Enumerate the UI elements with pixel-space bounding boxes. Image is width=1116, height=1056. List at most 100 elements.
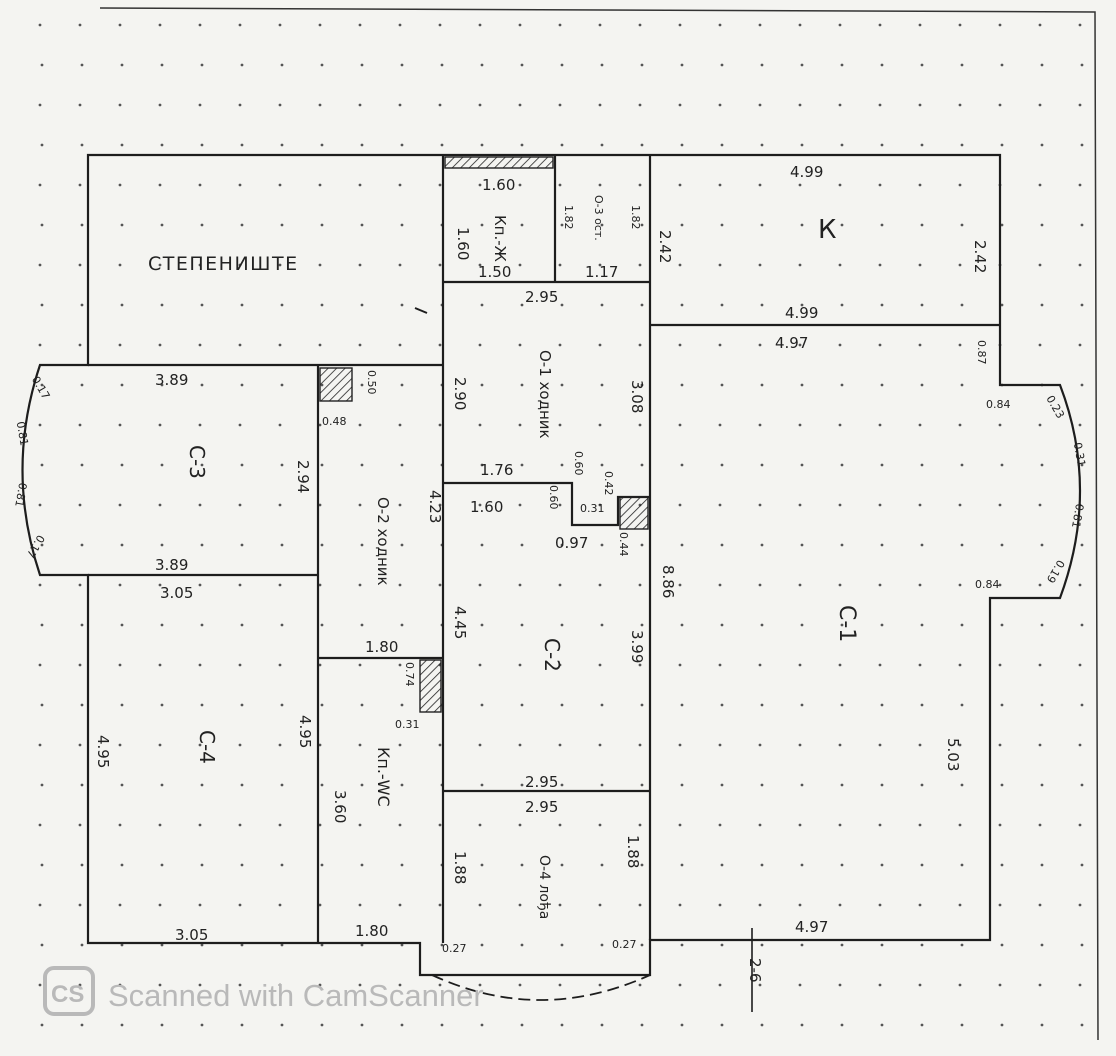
grid-dot: [998, 583, 1002, 587]
grid-dot: [240, 543, 244, 547]
grid-dot: [38, 823, 42, 827]
grid-dot: [600, 703, 604, 707]
grid-dot: [120, 303, 124, 307]
grid-dot: [598, 743, 602, 747]
bedroom1-label: С-1: [834, 605, 859, 642]
grid-dot: [120, 143, 124, 147]
grid-dot: [1078, 743, 1082, 747]
grid-dot: [720, 223, 724, 227]
grid-dot: [1040, 783, 1044, 787]
grid-dot: [838, 583, 842, 587]
grid-dot: [118, 343, 122, 347]
grid-dot: [280, 143, 284, 147]
dim-label: 2.42: [971, 240, 989, 273]
grid-dot: [278, 823, 282, 827]
grid-dot: [200, 63, 204, 67]
grid-dot: [438, 263, 442, 267]
grid-dot: [758, 183, 762, 187]
grid-dot: [678, 583, 682, 587]
grid-dot: [560, 1023, 564, 1027]
dim-label: 1.88: [624, 835, 642, 868]
grid-dot: [518, 263, 522, 267]
grid-dot: [680, 943, 684, 947]
grid-dot: [278, 503, 282, 507]
grid-dot: [160, 303, 164, 307]
grid-dot: [358, 743, 362, 747]
grid-dot: [878, 583, 882, 587]
grid-dot: [78, 503, 82, 507]
grid-dot: [560, 463, 564, 467]
dim-label: 0.17: [24, 532, 48, 560]
grid-dot: [758, 903, 762, 907]
grid-dot: [438, 903, 442, 907]
grid-dot: [320, 943, 324, 947]
grid-dot: [798, 503, 802, 507]
grid-dot: [1040, 303, 1044, 307]
grid-dot: [718, 983, 722, 987]
grid-dot: [518, 663, 522, 667]
dim-label: 0.19: [1044, 557, 1068, 585]
grid-dot: [640, 783, 644, 787]
dim-label: 3.89: [155, 371, 188, 389]
grid-dot: [358, 503, 362, 507]
grid-dot: [1038, 183, 1042, 187]
grid-dot: [78, 423, 82, 427]
grid-dot: [398, 183, 402, 187]
grid-dot: [558, 503, 562, 507]
grid-dot: [198, 983, 202, 987]
grid-dot: [598, 983, 602, 987]
grid-dot: [238, 263, 242, 267]
grid-dot: [800, 303, 804, 307]
hall2-label: О-2 ходник: [374, 497, 392, 586]
grid-dot: [758, 423, 762, 427]
grid-dot: [320, 623, 324, 627]
grid-dot: [318, 823, 322, 827]
grid-dot: [960, 303, 964, 307]
grid-dot: [38, 423, 42, 427]
grid-dot: [1038, 23, 1042, 27]
grid-dot: [320, 543, 324, 547]
grid-dot: [200, 863, 204, 867]
grid-dot: [960, 703, 964, 707]
grid-dot: [198, 503, 202, 507]
grid-dot: [560, 63, 564, 67]
grid-dot: [918, 503, 922, 507]
grid-dot: [360, 383, 364, 387]
grid-dot: [238, 103, 242, 107]
grid-dot: [960, 143, 964, 147]
grid-dot: [760, 943, 764, 947]
grid-dot: [960, 623, 964, 627]
grid-dot: [678, 183, 682, 187]
grid-dot: [720, 303, 724, 307]
dim-label: 1.50: [478, 263, 511, 281]
grid-dot: [480, 943, 484, 947]
grid-dot: [800, 143, 804, 147]
grid-dot: [120, 703, 124, 707]
grid-dot: [560, 303, 564, 307]
grid-dot: [558, 263, 562, 267]
grid-dot: [320, 1023, 324, 1027]
grid-dot: [518, 983, 522, 987]
grid-dot: [760, 703, 764, 707]
grid-dot: [958, 983, 962, 987]
grid-dot: [360, 543, 364, 547]
grid-dot: [120, 63, 124, 67]
grid-dot: [518, 183, 522, 187]
camscanner-logo-text: CS: [51, 981, 84, 1008]
grid-dot: [318, 263, 322, 267]
grid-dot: [480, 463, 484, 467]
grid-dot: [998, 743, 1002, 747]
grid-dot: [680, 863, 684, 867]
grid-dot: [318, 903, 322, 907]
grid-dot: [360, 943, 364, 947]
dim-label: 1.82: [629, 205, 642, 230]
grid-dot: [920, 303, 924, 307]
grid-dot: [840, 703, 844, 707]
grid-dot: [918, 103, 922, 107]
grid-dot: [920, 63, 924, 67]
grid-dot: [118, 423, 122, 427]
grid-dot: [640, 943, 644, 947]
grid-dot: [40, 383, 44, 387]
grid-dot: [118, 823, 122, 827]
grid-dot: [120, 863, 124, 867]
